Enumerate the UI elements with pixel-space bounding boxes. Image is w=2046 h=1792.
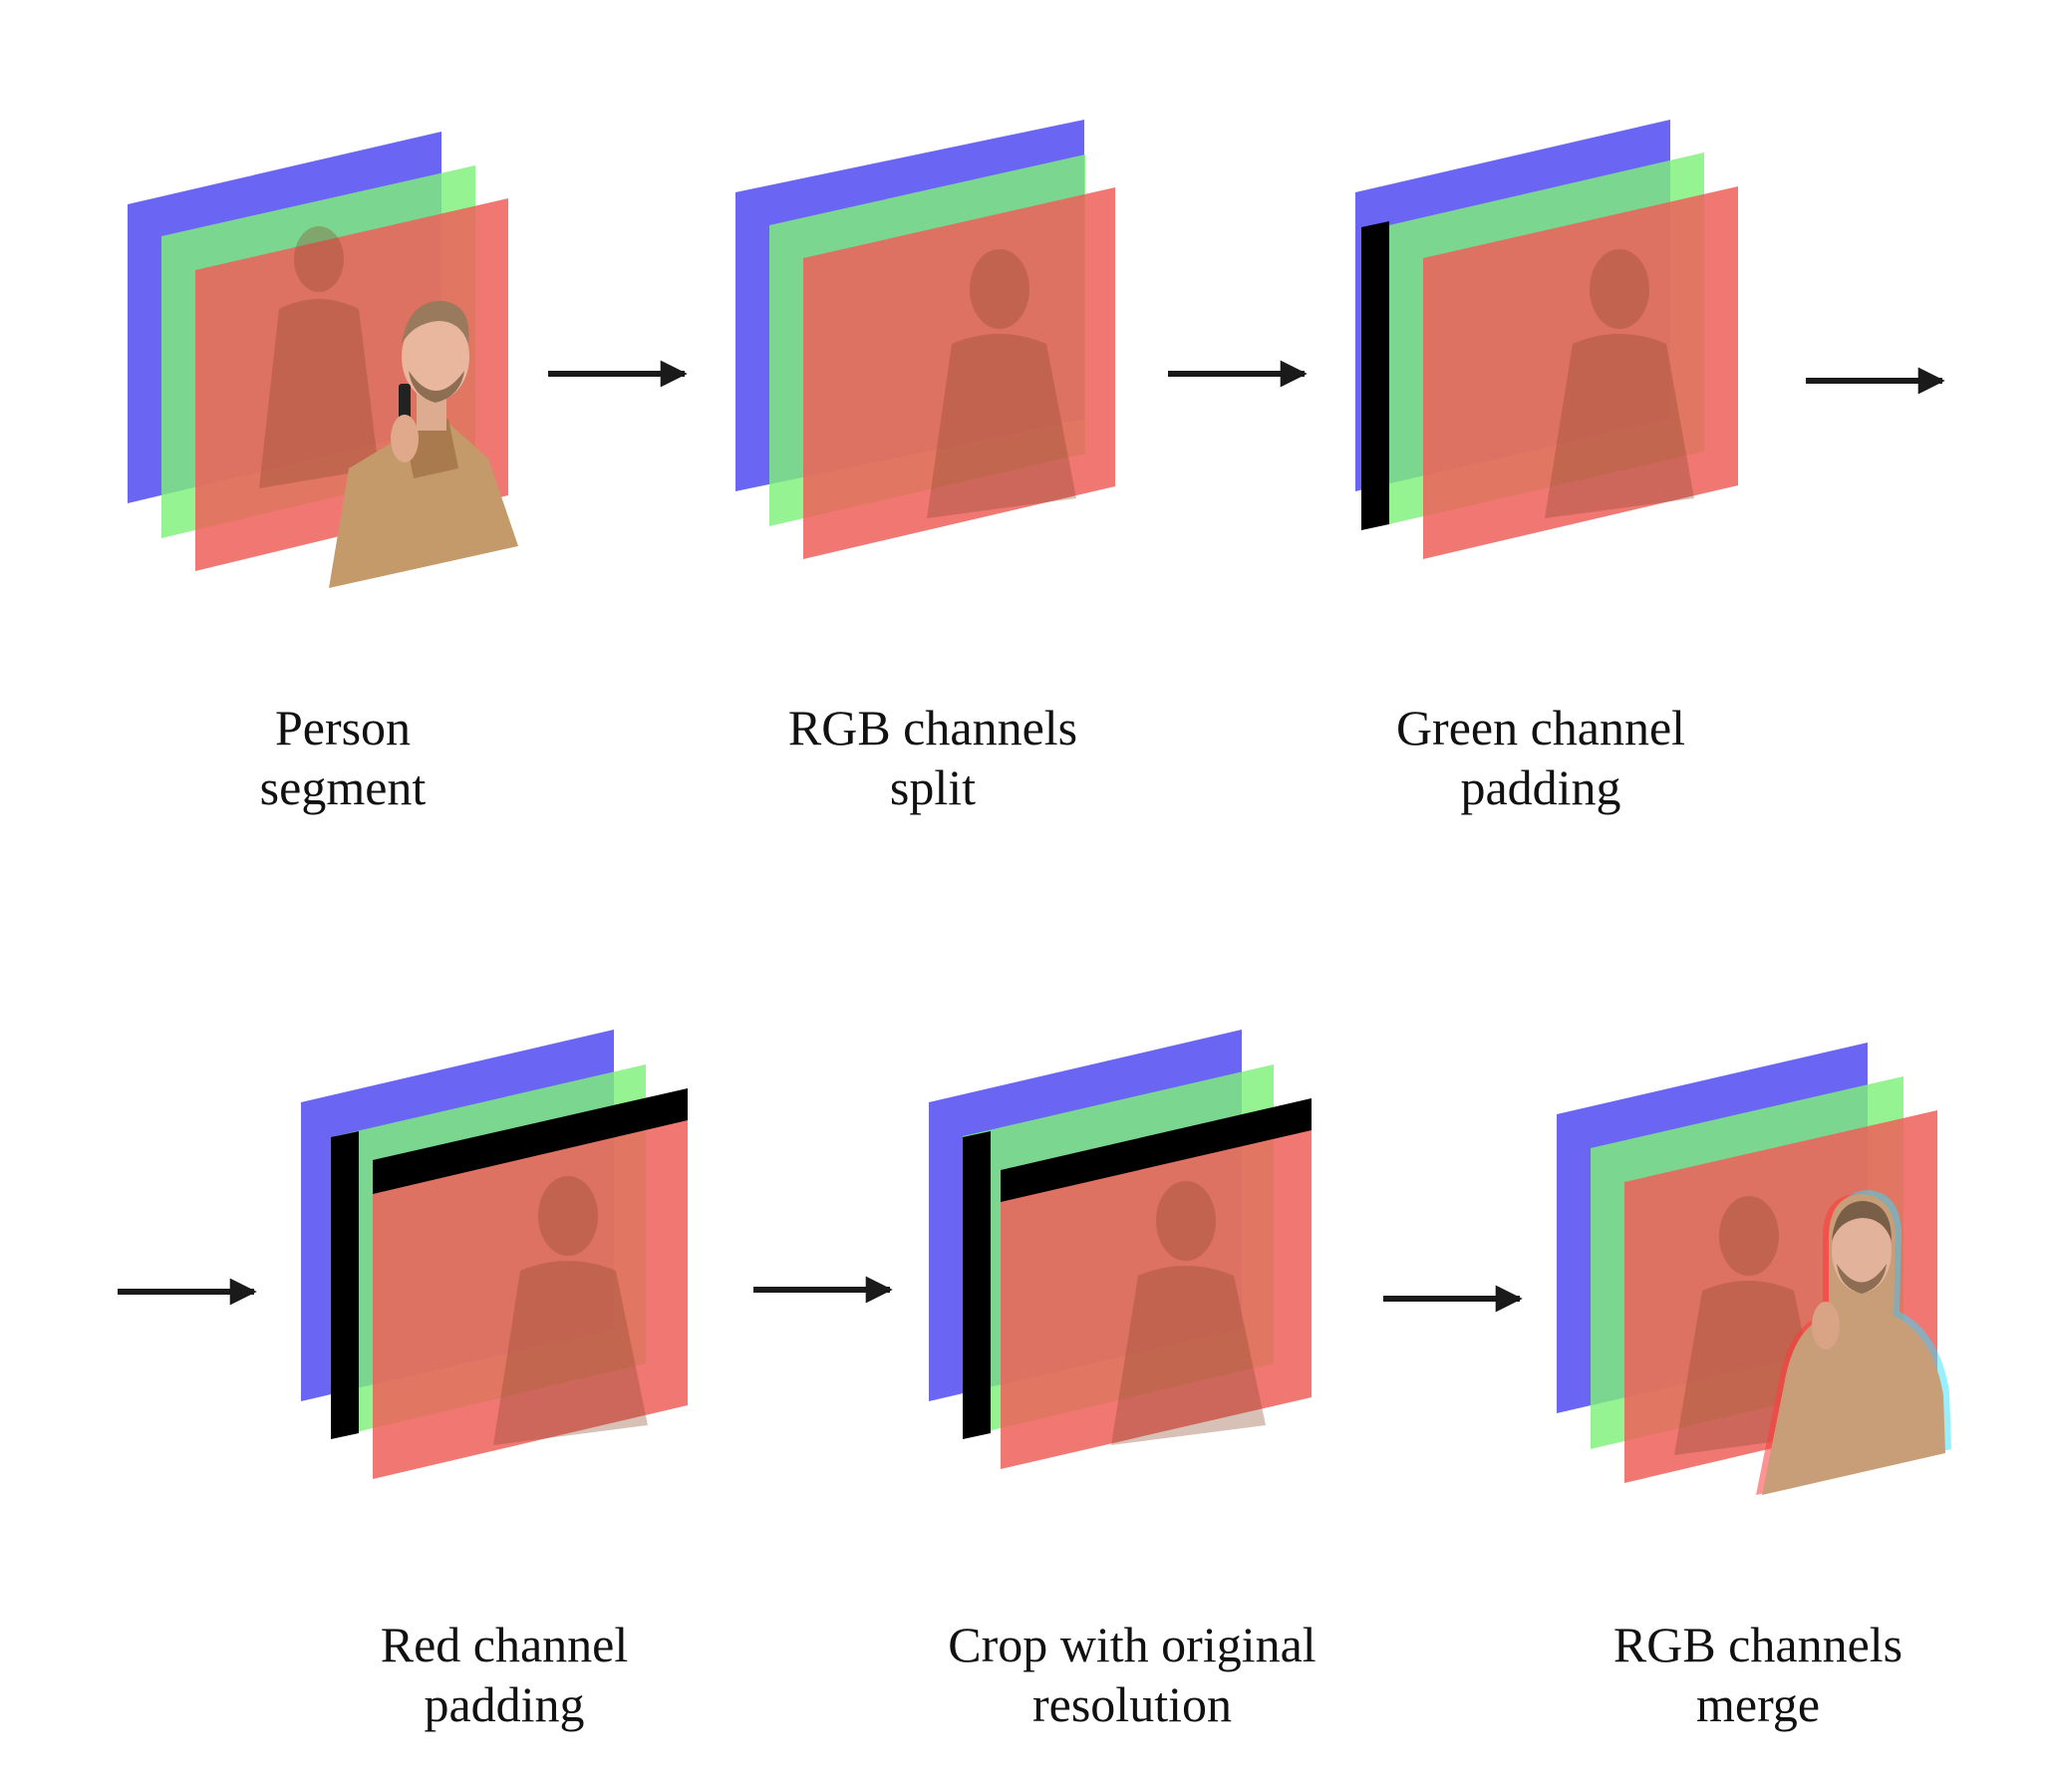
person-plane-silhouette [927, 249, 1076, 518]
caption-rgb-split: RGB channels split [674, 698, 1192, 817]
beard [409, 371, 464, 403]
caption-line: merge [1695, 1676, 1821, 1732]
coat [329, 419, 518, 588]
red-channel-plane [1423, 186, 1738, 559]
caption-crop: Crop with original resolution [873, 1615, 1391, 1734]
caption-line: padding [424, 1676, 585, 1732]
caption-line: RGB channels [1612, 1617, 1903, 1672]
glitch-beard [1837, 1264, 1887, 1294]
caption-line: resolution [1032, 1676, 1232, 1732]
red-channel-plane [373, 1092, 688, 1479]
red-padding-bar [373, 1088, 688, 1194]
person-plane-silhouette [1111, 1181, 1266, 1445]
red-channel-plane [1001, 1098, 1312, 1469]
caption-line: split [889, 759, 977, 815]
person-plane-silhouette [1545, 249, 1694, 518]
caption-line: Green channel [1395, 700, 1686, 755]
glitch-body [1762, 1194, 1945, 1495]
caption-line: Crop with original [948, 1617, 1316, 1672]
step-person-segment [128, 132, 518, 588]
glitch-head [1832, 1209, 1892, 1293]
head [402, 313, 469, 401]
person-plane-silhouette [259, 226, 379, 488]
step-rgb-merge [1557, 1043, 1951, 1495]
step-crop [929, 1030, 1312, 1469]
step-red-padding [301, 1030, 688, 1479]
glitch-hand [1812, 1302, 1840, 1349]
person-plane-silhouette [493, 1176, 648, 1445]
green-padding-bar [963, 1131, 991, 1439]
caption-line: RGB channels [787, 700, 1078, 755]
step-green-padding [1355, 120, 1738, 559]
caption-line: Person [274, 700, 412, 755]
person-cutout [329, 300, 518, 588]
caption-rgb-merge: RGB channels merge [1499, 1615, 2017, 1734]
green-padding-bar [1361, 221, 1389, 530]
glitch-hair [1832, 1201, 1892, 1241]
hair [402, 300, 469, 344]
red-padding-bar [1001, 1098, 1312, 1202]
caption-person-segment: Person segment [84, 698, 602, 817]
red-channel-plane [803, 187, 1115, 559]
caption-line: padding [1460, 759, 1621, 815]
green-padding-bar [331, 1131, 359, 1439]
glitch-person-cutout [1756, 1190, 1951, 1495]
caption-line: segment [259, 759, 427, 815]
caption-line: Red channel [380, 1617, 629, 1672]
caption-green-padding: Green channel padding [1282, 698, 1800, 817]
hand [391, 415, 419, 462]
step-rgb-split [735, 120, 1115, 559]
caption-red-padding: Red channel padding [245, 1615, 763, 1734]
